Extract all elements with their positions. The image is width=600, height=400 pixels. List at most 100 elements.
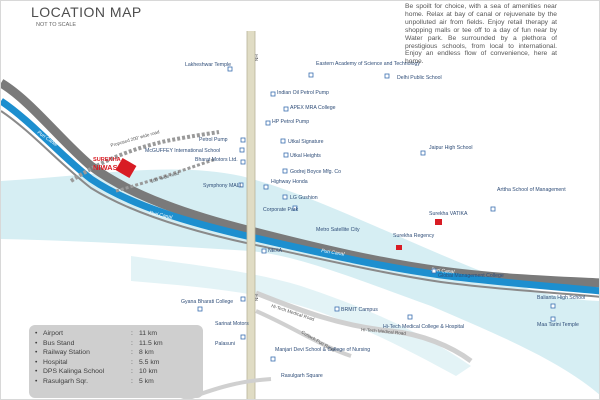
marker-sureka-regency xyxy=(396,245,402,250)
label-hitech-college: Hi-Tech Medical College & Hospital xyxy=(383,324,464,330)
marker-maa-tarini xyxy=(550,316,556,322)
proposed-road xyxy=(69,130,220,183)
label-utkal-sig: Utkal Signature xyxy=(288,139,324,145)
label-balianta: Balianta High School xyxy=(537,295,585,301)
label-sarinat: Sarinat Motors xyxy=(215,321,249,327)
marker-balianta xyxy=(550,303,556,309)
colon: : xyxy=(131,330,133,337)
canal-label-2: Puri Canal xyxy=(149,210,174,221)
label-palasuni: Palasuni xyxy=(215,341,235,347)
marker-manjari xyxy=(270,356,276,362)
distance-panel: • Airport : 11 km • Bus Stand : 11.5 km … xyxy=(29,325,203,398)
colon: : xyxy=(131,339,133,347)
bullet: • xyxy=(35,330,38,337)
marker-corporate xyxy=(292,205,298,211)
bullet: • xyxy=(35,377,38,385)
colon: : xyxy=(131,368,133,376)
marker-godrej xyxy=(282,168,288,174)
marker-utkal-heights xyxy=(283,152,289,158)
label-symphony: Symphony MALL xyxy=(203,183,243,189)
marker-eastern xyxy=(308,72,314,78)
map-title: LOCATION MAP xyxy=(31,4,142,20)
nh-label-2: NH xyxy=(254,294,259,301)
label-utkal-heights: Utkal Heights xyxy=(290,153,321,159)
label-manjari: Manjari Devi School & College of Nursing xyxy=(275,347,370,353)
label-nexa: NEXA xyxy=(268,248,283,254)
nh-road-edges xyxy=(246,31,256,399)
label-indian-oil: Indian Oil Petrol Pump xyxy=(277,90,329,96)
marker-nexa xyxy=(261,248,267,254)
label-mcguffey: McGUFFEY International School xyxy=(145,148,220,154)
hi-tech-road xyxy=(255,290,473,364)
marker-arttha xyxy=(490,206,496,212)
marker-apex xyxy=(283,106,289,112)
marker-indian-oil xyxy=(270,91,276,97)
distance-value: 5.5 km xyxy=(139,358,160,366)
marker-global xyxy=(431,268,437,274)
marker-hp xyxy=(265,120,271,126)
landmark-markers xyxy=(197,66,556,362)
label-global: Global Management College xyxy=(438,273,504,279)
colon: : xyxy=(131,349,133,357)
marker-sureka-vatika xyxy=(435,219,442,225)
bullet: • xyxy=(35,339,38,347)
label-sureka-regency: Surekha Regency xyxy=(393,233,435,239)
distance-row: • Railway Station : 8 km xyxy=(35,348,197,358)
marker-brmit xyxy=(334,306,340,312)
distance-place: DPS Kalinga School xyxy=(43,368,105,376)
distance-value: 11.5 km xyxy=(139,339,163,347)
distance-row: • DPS Kalinga School : 10 km xyxy=(35,367,197,377)
distance-row: • Airport : 11 km xyxy=(35,329,197,339)
label-dps: Delhi Public School xyxy=(397,75,442,81)
bullet: • xyxy=(35,368,38,376)
label-lakheshwar: Lakheshwar Temple xyxy=(185,62,231,68)
colon: : xyxy=(131,358,133,366)
bullet: • xyxy=(35,358,38,366)
canal-label-3: Puri Canal xyxy=(321,248,346,258)
label-rasulgarh: Rasulgarh Square xyxy=(281,373,323,379)
label-maa-tarini: Maa Tarini Temple xyxy=(537,322,579,328)
distance-row: • Hospital : 5.5 km xyxy=(35,358,197,368)
label-lg: LG Gushion xyxy=(290,195,318,201)
distance-value: 11 km xyxy=(139,330,158,337)
project-marker[interactable] xyxy=(115,157,137,179)
marker-gyana xyxy=(197,306,203,312)
label-jaipur: Jaipur High School xyxy=(429,145,473,151)
wide-road xyxy=(115,157,217,193)
marker-bharat xyxy=(240,159,246,165)
label-eastern: Eastern Academy of Science and Technolog… xyxy=(316,61,420,67)
distance-place: Bus Stand xyxy=(43,339,75,347)
cuttack-puri-road xyxy=(255,309,352,358)
marker-symphony xyxy=(238,182,244,188)
distance-value: 8 km xyxy=(139,349,154,357)
label-godrej: Godrej Boyce Mfg. Co xyxy=(290,169,341,175)
marker-lakheshwar xyxy=(227,66,233,72)
label-hp: HP Petrol Pump xyxy=(272,119,309,125)
label-corporate: Corporate Park xyxy=(263,207,299,213)
description-blurb: Be spoilt for choice, with a sea of amen… xyxy=(405,3,557,66)
distance-place: Railway Station xyxy=(43,349,90,357)
label-petrol: Petrol Pump xyxy=(199,137,228,143)
marker-lg xyxy=(282,194,288,200)
label-brmit: BRMIT Campus xyxy=(341,307,378,313)
project-name: SUREKHA xyxy=(93,157,121,163)
label-arttha: Arttha School of Management xyxy=(497,187,566,193)
label-gyana: Gyana Bharati College xyxy=(181,299,233,305)
label-apex: APEX MRA College xyxy=(290,105,336,111)
nh-label-1: NH xyxy=(254,54,259,61)
map-subtitle: NOT TO SCALE xyxy=(36,22,77,28)
river xyxy=(1,169,599,395)
hi-tech-road-label-2: Hi-Tech Medical Road xyxy=(361,327,407,336)
marker-utkal-sig xyxy=(280,138,286,144)
label-sureka-vatika: Surekha VATIKA xyxy=(429,211,468,217)
label-honda: Highway Honda xyxy=(271,179,308,185)
river-branch xyxy=(131,256,471,376)
marker-honda xyxy=(263,184,269,190)
distance-value: 10 km xyxy=(139,368,158,376)
distance-place: Airport xyxy=(43,330,64,337)
marker-palasuni xyxy=(240,334,246,340)
distance-row: • Bus Stand : 11.5 km xyxy=(35,339,197,349)
distance-value: 5 km xyxy=(139,377,154,385)
